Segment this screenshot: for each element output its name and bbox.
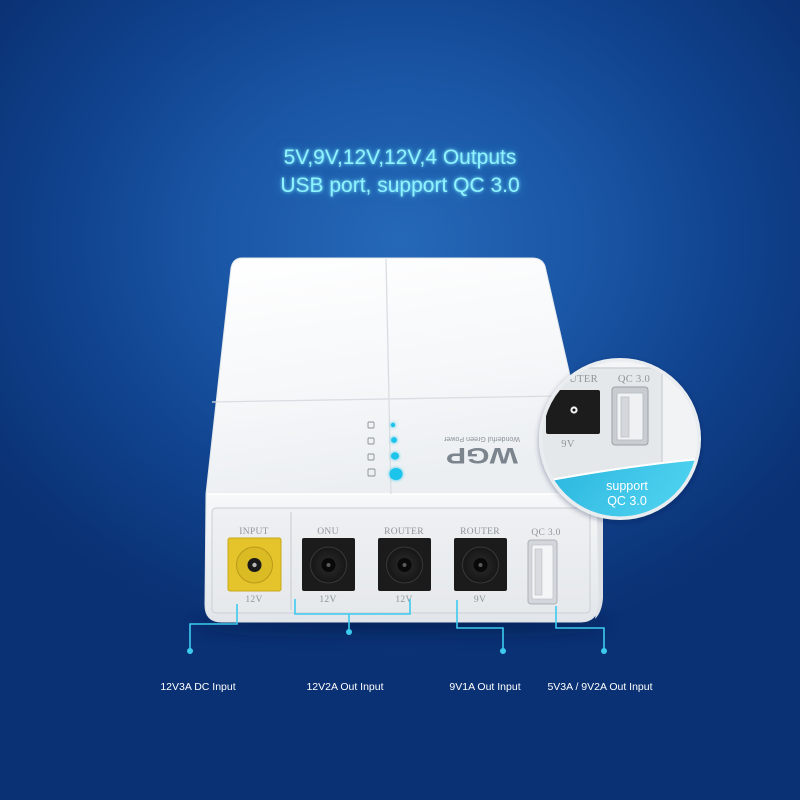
battery-icon bbox=[367, 468, 376, 477]
zoom-voltage-label: 9V bbox=[561, 439, 575, 450]
device-right-side bbox=[595, 494, 603, 619]
callout-label-usb-output: 5V3A / 9V2A Out Input bbox=[547, 681, 652, 693]
headline-line-2: USB port, support QC 3.0 bbox=[280, 174, 520, 197]
callout-label-9v-output: 9V1A Out Input bbox=[449, 681, 520, 693]
logo-text: WGP bbox=[446, 443, 518, 468]
indicator-icon bbox=[367, 453, 375, 461]
zoom-usb-tongue bbox=[620, 396, 630, 438]
jack-pin bbox=[402, 563, 407, 567]
port-voltage: 12V bbox=[319, 595, 336, 605]
led-indicator bbox=[390, 422, 396, 428]
indicator-icon bbox=[367, 437, 375, 445]
callout-line-12v-outputs bbox=[294, 599, 411, 631]
jack-pin bbox=[478, 563, 483, 567]
callout-label-12v-outputs: 12V2A Out Input bbox=[306, 681, 383, 693]
headline-line-1: 5V,9V,12V,12V,4 Outputs bbox=[283, 146, 517, 169]
port-label: QC 3.0 bbox=[531, 528, 560, 538]
callout-label-dc-input: 12V3A DC Input bbox=[160, 681, 235, 693]
device-top-face bbox=[205, 257, 598, 495]
port-label: INPUT bbox=[239, 527, 268, 537]
indicator-icon bbox=[367, 421, 375, 429]
jack-pin bbox=[326, 563, 331, 567]
callout-dot bbox=[187, 648, 193, 654]
callout-lines bbox=[189, 599, 605, 650]
callout-line-dc-input bbox=[189, 604, 238, 650]
led-indicators bbox=[389, 422, 403, 480]
zoom-device-top-edge bbox=[541, 360, 699, 368]
router-9v-port: ROUTER 9V bbox=[454, 527, 507, 605]
callout-dot bbox=[346, 629, 352, 635]
jack-pin bbox=[252, 562, 257, 568]
led-indicator bbox=[391, 452, 399, 460]
zoom-usb-label: QC 3.0 bbox=[618, 374, 650, 385]
callout-dot bbox=[601, 648, 607, 654]
port-voltage: 12V bbox=[245, 595, 262, 605]
port-voltage: 9V bbox=[474, 595, 486, 605]
top-seam-vertical bbox=[385, 258, 392, 495]
usb-qc-port: QC 3.0 bbox=[527, 528, 560, 605]
callout-dot bbox=[500, 648, 506, 654]
port-label: ONU bbox=[317, 527, 338, 537]
port-label: ROUTER bbox=[384, 527, 424, 537]
brand-logo: WGP Wonderful Green Power bbox=[443, 435, 520, 468]
zoom-inset-ring bbox=[539, 358, 701, 520]
callout-line-usb-output bbox=[555, 606, 605, 650]
led-indicator bbox=[389, 468, 403, 480]
logo-tagline: Wonderful Green Power bbox=[443, 435, 520, 442]
top-seam-horizontal bbox=[211, 395, 561, 403]
zoom-inset: ROUTER QC 3.0 9V support QC 3.0 bbox=[539, 358, 701, 520]
zoom-caption-line-2: QC 3.0 bbox=[607, 494, 647, 508]
zoom-jack-hole bbox=[572, 408, 576, 412]
led-indicator bbox=[391, 437, 397, 443]
callout-dots bbox=[187, 629, 607, 654]
router-12v-port: ROUTER 12V bbox=[378, 527, 431, 605]
port-label: ROUTER bbox=[460, 527, 500, 537]
input-port: INPUT 12V bbox=[227, 527, 282, 605]
indicator-icons bbox=[367, 421, 376, 477]
onu-port: ONU 12V bbox=[302, 527, 355, 605]
usb-port-tongue bbox=[534, 548, 543, 596]
port-voltage: 12V bbox=[395, 595, 412, 605]
callout-line-9v-output bbox=[456, 600, 504, 650]
power-device: WGP Wonderful Green Power INPUT 12V ONU bbox=[204, 257, 603, 623]
zoom-caption-line-1: support bbox=[606, 479, 648, 493]
zoom-router-label: ROUTER bbox=[554, 374, 598, 385]
